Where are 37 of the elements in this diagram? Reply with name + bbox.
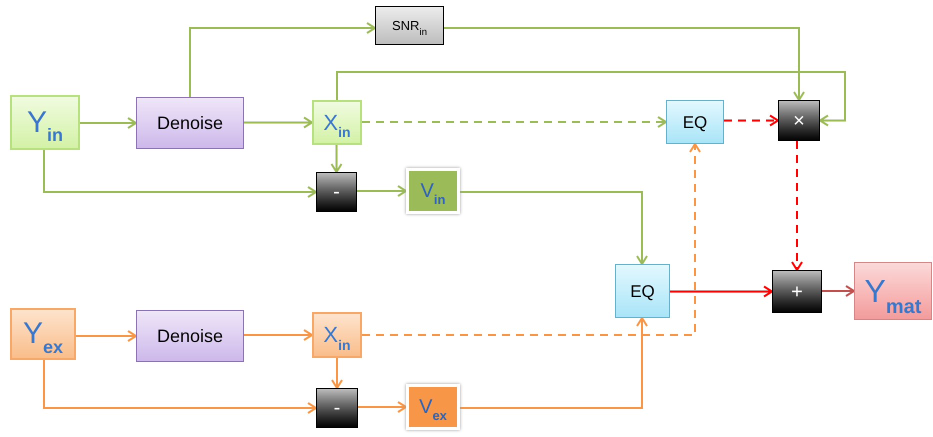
operator-box: -: [316, 388, 358, 428]
arrow: [336, 71, 846, 126]
arrow: [331, 358, 343, 389]
signal-box: Y$_{ex}$: [10, 308, 76, 360]
operator-box: ×: [778, 100, 820, 141]
process-box: EQ: [615, 264, 670, 318]
signal-box: X$_{in}$: [312, 100, 362, 145]
arrow: [330, 145, 342, 173]
process-box: SNR$_{in}$: [375, 6, 444, 45]
arrow: [822, 285, 855, 297]
arrow: [460, 317, 648, 409]
signal-box: V$_{in}$: [406, 168, 460, 214]
arrow: [444, 27, 805, 101]
process-box: Denoise: [136, 310, 244, 362]
arrow: [189, 22, 376, 97]
arrow: [244, 329, 313, 341]
arrow: [670, 286, 773, 298]
signal-box: V$_{ex}$: [406, 384, 460, 430]
arrow: [358, 401, 407, 413]
arrow: [43, 360, 317, 414]
signal-box: Y$_{in}$: [10, 95, 80, 150]
arrow: [791, 141, 803, 271]
arrow: [357, 185, 407, 197]
operator-box: -: [316, 172, 357, 212]
arrow: [80, 117, 137, 129]
signal-box: Y$_{mat}$: [854, 262, 932, 320]
signal-box: X$_{in}$: [312, 312, 362, 358]
operator-box: +: [772, 270, 822, 313]
process-box: Denoise: [136, 97, 244, 149]
arrow: [362, 143, 701, 336]
arrow: [724, 114, 779, 126]
arrow: [43, 150, 317, 198]
process-box: EQ: [666, 100, 724, 144]
arrow: [460, 191, 648, 265]
arrow: [362, 116, 667, 128]
arrow: [244, 116, 313, 128]
arrow: [76, 330, 137, 342]
